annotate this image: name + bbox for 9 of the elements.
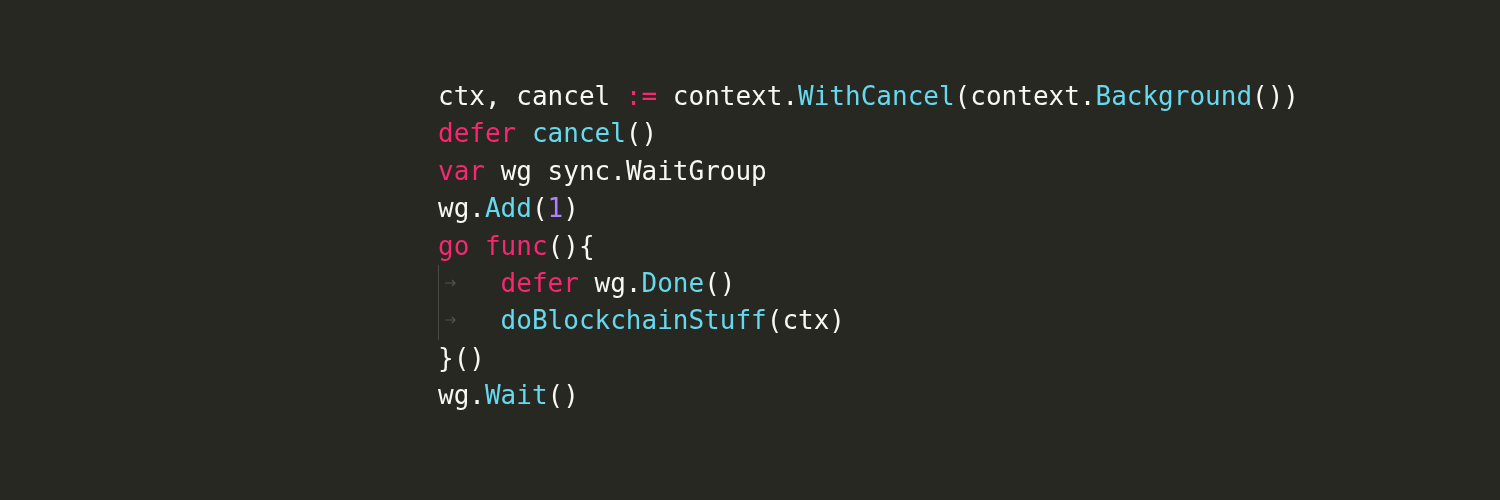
code-line: doBlockchainStuff(ctx) [438,302,845,340]
code-line: go func(){ [438,229,595,263]
code-line: defer wg.Done() [438,265,736,303]
code-line: wg.Add(1) [438,192,579,226]
code-line: ctx, cancel := context.WithCancel(context.Background()) [438,80,1299,113]
code-line: }() [438,341,485,375]
code-line: wg.Wait() [438,379,579,413]
code-line: var wg sync.WaitGroup [438,154,767,188]
code-line: defer cancel() [438,117,658,151]
